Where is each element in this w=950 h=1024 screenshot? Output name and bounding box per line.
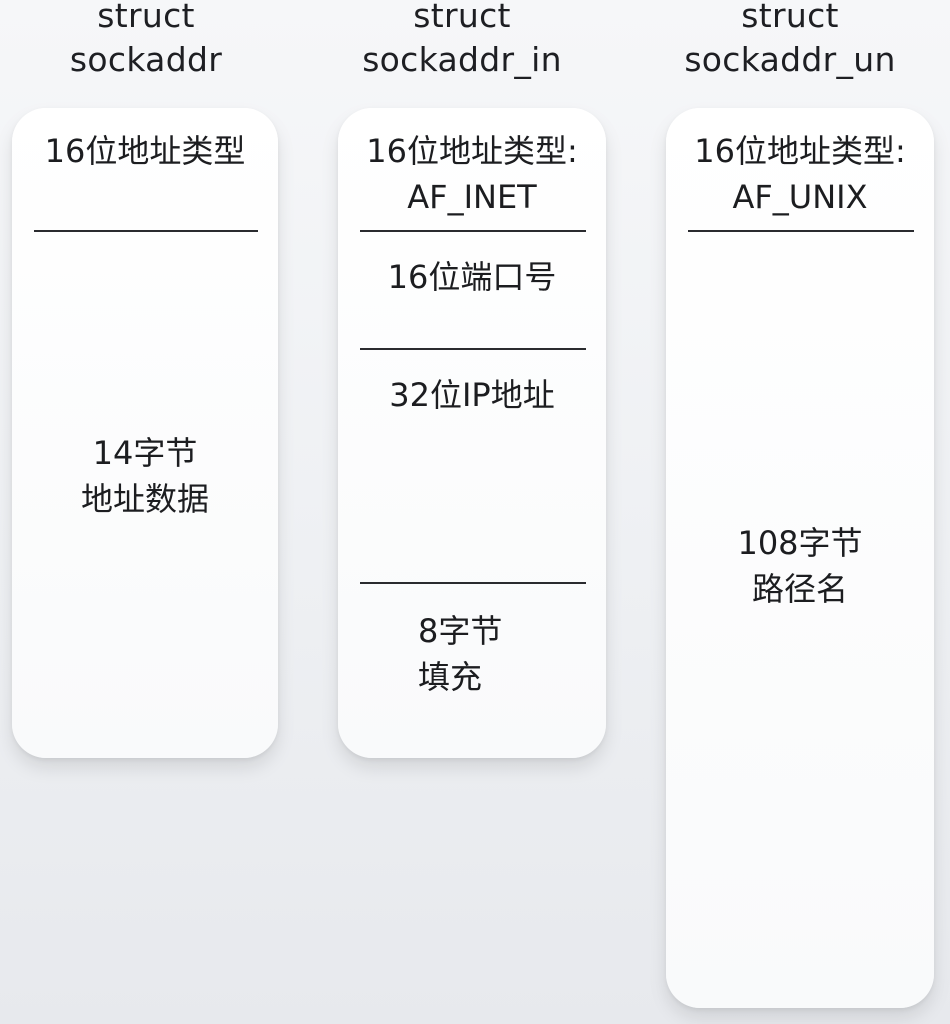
field-family-inet-line1: 16位地址类型: [366, 132, 578, 170]
title-sockaddr-in-line2: sockaddr_in [362, 40, 562, 79]
title-sockaddr-line2: sockaddr [69, 40, 223, 79]
card-sockaddr-un: 16位地址类型: AF_UNIX 108字节 路径名 [666, 108, 934, 1008]
field-family-unix: 16位地址类型: AF_UNIX [666, 128, 934, 220]
divider-after-family [360, 230, 586, 232]
field-path-name-line1: 108字节 [737, 524, 863, 562]
field-port-text: 16位端口号 [387, 258, 557, 296]
field-address-data-line2: 地址数据 [80, 480, 209, 518]
divider-after-family-unix [688, 230, 914, 232]
divider-after-type [34, 230, 258, 232]
field-port: 16位端口号 [338, 254, 606, 300]
field-family-inet: 16位地址类型: AF_INET [338, 128, 606, 220]
title-sockaddr-un-line2: sockaddr_un [684, 40, 896, 79]
field-family-inet-line2: AF_INET [407, 178, 537, 216]
field-address-data-line1: 14字节 [92, 434, 198, 472]
field-ip-address: 32位IP地址 [338, 372, 606, 418]
field-path-name-line2: 路径名 [751, 570, 848, 608]
card-sockaddr: 16位地址类型 14字节 地址数据 [12, 108, 278, 758]
title-sockaddr-un-line1: struct [741, 0, 839, 35]
divider-after-port [360, 348, 586, 350]
title-sockaddr: struct sockaddr [12, 0, 280, 82]
divider-after-ip [360, 582, 586, 584]
field-ip-address-text: 32位IP地址 [389, 376, 555, 414]
field-address-type-line1: 16位地址类型 [44, 132, 246, 170]
field-path-name: 108字节 路径名 [666, 520, 934, 612]
title-sockaddr-in: struct sockaddr_in [328, 0, 596, 82]
field-padding-line1: 8字节 [418, 612, 503, 650]
field-family-unix-line2: AF_UNIX [732, 178, 868, 216]
field-address-type: 16位地址类型 [12, 128, 278, 174]
field-padding: 8字节 填充 [418, 608, 578, 700]
title-sockaddr-un: struct sockaddr_un [656, 0, 924, 82]
title-sockaddr-in-line1: struct [413, 0, 511, 35]
field-address-data: 14字节 地址数据 [12, 430, 278, 522]
card-sockaddr-in: 16位地址类型: AF_INET 16位端口号 32位IP地址 8字节 填充 [338, 108, 606, 758]
field-padding-line2: 填充 [418, 658, 483, 696]
title-sockaddr-line1: struct [97, 0, 195, 35]
field-family-unix-line1: 16位地址类型: [694, 132, 906, 170]
